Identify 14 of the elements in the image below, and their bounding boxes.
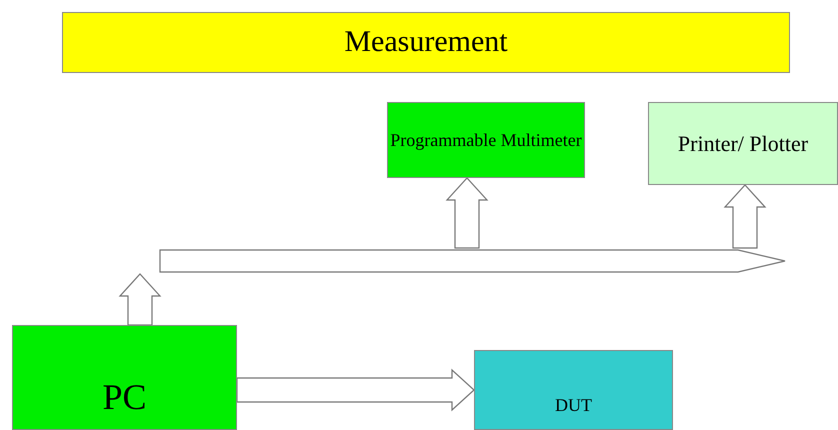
box-label: Measurement [344,25,508,60]
box-label: DUT [555,394,592,416]
block-arrow [118,273,162,326]
title-box [62,12,790,73]
box-label: PC [102,376,147,418]
device-box [648,102,838,185]
box-label: Programmable Multimeter [390,130,582,150]
computer-box [12,325,237,430]
block-arrow [446,177,488,249]
block-arrow [236,368,475,412]
block-arrow [724,184,766,249]
device-box [474,350,673,430]
box-label: Printer/ Plotter [678,130,808,156]
device-box [387,102,585,178]
